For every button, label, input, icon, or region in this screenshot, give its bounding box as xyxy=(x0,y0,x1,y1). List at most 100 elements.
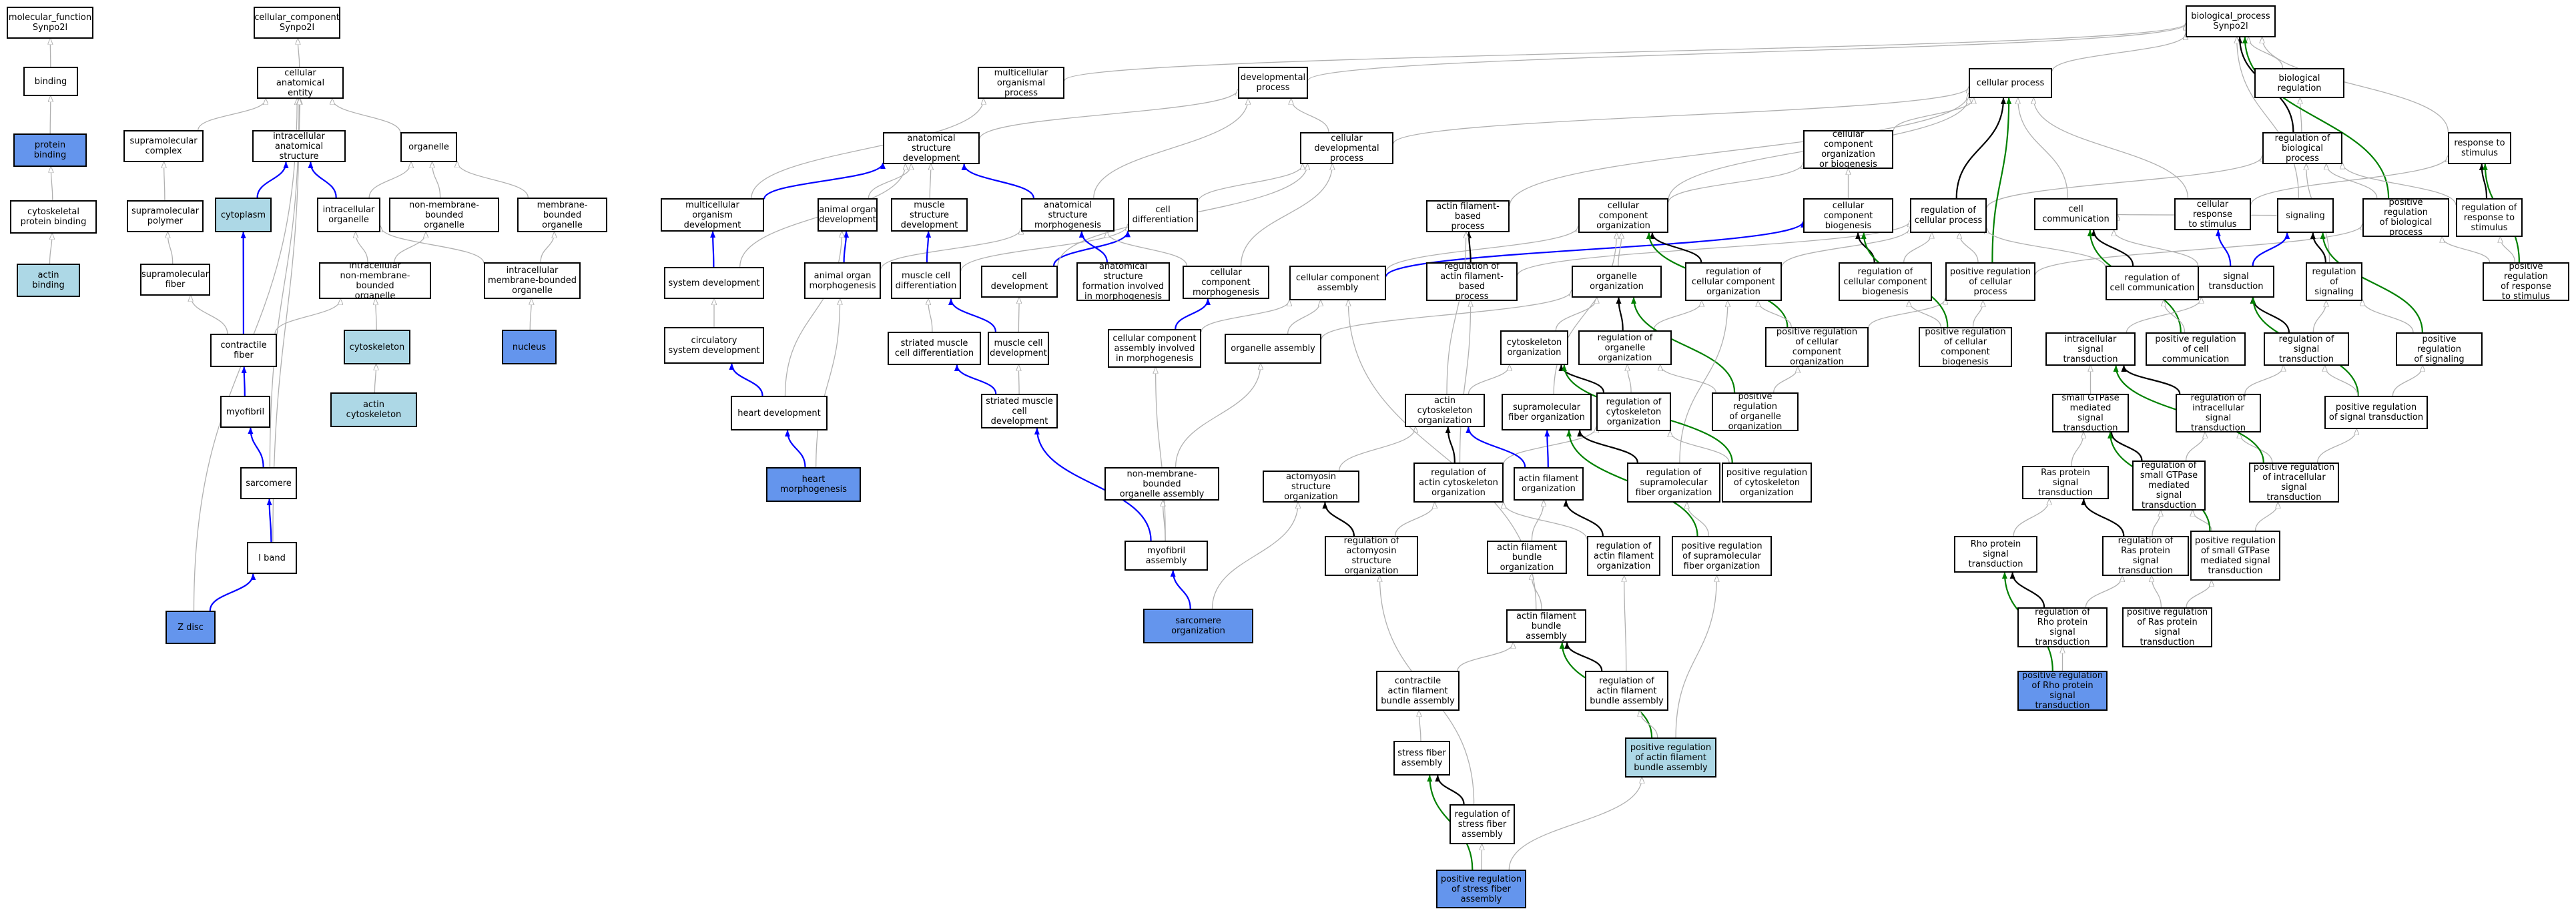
node-pos-reg-cco[interactable]: positive regulation of cellular componen… xyxy=(1765,327,1869,367)
node-intra-organelle[interactable]: intracellular organelle xyxy=(317,198,380,232)
node-pos-reg-intra-st[interactable]: positive regulation of intracellular sig… xyxy=(2249,463,2339,503)
node-reg-sfa[interactable]: regulation of stress fiber assembly xyxy=(1450,804,1515,844)
node-afo[interactable]: actin filament organization xyxy=(1514,467,1584,501)
node-rho-st[interactable]: Rho protein signal transduction xyxy=(1954,536,2037,573)
node-pos-reg-ccb[interactable]: positive regulation of cellular componen… xyxy=(1919,327,2012,367)
node-bp[interactable]: biological_process Synpo2l xyxy=(2186,5,2276,37)
node-iband[interactable]: I band xyxy=(247,542,297,574)
node-cytoplasm[interactable]: cytoplasm xyxy=(215,198,272,232)
node-reg-small-gtpase[interactable]: regulation of small GTPase mediated sign… xyxy=(2132,461,2206,511)
node-reg-signaling[interactable]: regulation of signaling xyxy=(2306,262,2362,301)
node-sarcomere[interactable]: sarcomere xyxy=(240,467,297,499)
node-ccm[interactable]: cellular component morphogenesis xyxy=(1183,266,1269,299)
node-cell-diff[interactable]: cell differentiation xyxy=(1128,198,1198,232)
node-reg-cco[interactable]: regulation of cellular component organiz… xyxy=(1685,262,1782,301)
node-resp-stim[interactable]: response to stimulus xyxy=(2448,132,2511,164)
node-pos-reg-cp[interactable]: positive regulation of cellular process xyxy=(1945,262,2035,301)
node-reg-resp[interactable]: regulation of response to stimulus xyxy=(2456,198,2523,237)
node-ras-st[interactable]: Ras protein signal transduction xyxy=(2022,466,2109,499)
node-sys-dev[interactable]: system development xyxy=(664,267,764,299)
node-cell-process[interactable]: cellular process xyxy=(1969,68,2052,98)
node-mbo[interactable]: membrane-bounded organelle xyxy=(517,198,607,232)
node-cae[interactable]: cellular anatomical entity xyxy=(257,67,344,99)
node-pos-reg-cell-comm[interactable]: positive regulation of cell communicatio… xyxy=(2146,332,2246,366)
node-intra-st[interactable]: intracellular signal transduction xyxy=(2045,332,2136,366)
node-cco[interactable]: cellular component organization xyxy=(1578,198,1668,233)
node-reg-st[interactable]: regulation of signal transduction xyxy=(2264,332,2349,366)
node-cyto-org[interactable]: cytoskeleton organization xyxy=(1500,330,1568,365)
node-reg-rho-st[interactable]: regulation of Rho protein signal transdu… xyxy=(2017,607,2108,647)
node-reg-afba[interactable]: regulation of actin filament bundle asse… xyxy=(1585,671,1668,711)
node-inmbo[interactable]: intracellular non-membrane-bounded organ… xyxy=(319,262,431,299)
node-heart-dev[interactable]: heart development xyxy=(731,396,828,430)
node-organelle[interactable]: organelle xyxy=(400,132,457,162)
node-binding[interactable]: binding xyxy=(23,67,78,96)
node-asd[interactable]: anatomical structure development xyxy=(883,132,980,164)
node-reg-afbp[interactable]: regulation of actin filament-based proce… xyxy=(1426,262,1518,301)
node-pos-reg-sfa[interactable]: positive regulation of stress fiber asse… xyxy=(1436,870,1526,908)
node-reg-cell-comm[interactable]: regulation of cell communication xyxy=(2106,266,2199,300)
node-pos-reg-bp[interactable]: positive regulation of biological proces… xyxy=(2362,198,2449,237)
node-smcdev[interactable]: striated muscle cell development xyxy=(981,394,1058,428)
node-reg-intra-st[interactable]: regulation of intracellular signal trans… xyxy=(2176,394,2261,432)
node-reg-sfo[interactable]: regulation of supramolecular fiber organ… xyxy=(1627,463,1720,503)
node-cafba[interactable]: contractile actin filament bundle assemb… xyxy=(1376,671,1460,711)
node-pos-reg-resp[interactable]: positive regulation of response to stimu… xyxy=(2483,262,2569,301)
node-afbp[interactable]: actin filament-based process xyxy=(1426,200,1510,232)
node-pos-reg-st[interactable]: positive regulation of signal transducti… xyxy=(2324,396,2428,429)
node-pos-reg-afba[interactable]: positive regulation of actin filament bu… xyxy=(1625,737,1716,778)
node-mcd[interactable]: muscle cell differentiation xyxy=(891,262,961,299)
node-ccaim[interactable]: cellular component assembly involved in … xyxy=(1108,329,1201,368)
node-reg-bp[interactable]: regulation of biological process xyxy=(2262,132,2342,164)
node-actin-binding[interactable]: actin binding xyxy=(17,264,80,297)
node-reg-ras-st[interactable]: regulation of Ras protein signal transdu… xyxy=(2102,536,2189,576)
node-myofibril[interactable]: myofibril xyxy=(220,396,270,428)
node-mop[interactable]: multicellular organismal process xyxy=(978,67,1064,99)
node-suprfiber[interactable]: supramolecular fiber xyxy=(140,264,210,296)
node-ccb[interactable]: cellular component biogenesis xyxy=(1803,198,1893,233)
node-sfo[interactable]: supramolecular fiber organization xyxy=(1502,394,1592,430)
node-contractile-fiber[interactable]: contractile fiber xyxy=(210,334,277,367)
node-zdisc[interactable]: Z disc xyxy=(166,611,216,644)
node-pos-reg-small-gtpase[interactable]: positive regulation of small GTPase medi… xyxy=(2190,531,2280,581)
node-reg-afo[interactable]: regulation of actin filament organizatio… xyxy=(1587,536,1660,576)
node-reg-cyto-org[interactable]: regulation of cytoskeleton organization xyxy=(1596,392,1671,431)
node-bio-reg[interactable]: biological regulation xyxy=(2254,68,2344,98)
node-org-assembly[interactable]: organelle assembly xyxy=(1225,334,1321,364)
node-mf[interactable]: molecular_function Synpo2l xyxy=(7,7,93,39)
node-org-org[interactable]: organelle organization xyxy=(1572,266,1662,298)
node-msd[interactable]: muscle structure development xyxy=(891,198,968,232)
node-asm[interactable]: anatomical structure morphogenesis xyxy=(1021,198,1114,232)
node-cc[interactable]: cellular_component Synpo2l xyxy=(254,7,340,39)
node-smcd[interactable]: striated muscle cell differentiation xyxy=(888,332,981,365)
node-myofibril-assembly[interactable]: myofibril assembly xyxy=(1124,541,1208,571)
node-reg-aco[interactable]: regulation of actin cytoskeleton organiz… xyxy=(1413,463,1504,503)
node-dev-process[interactable]: developmental process xyxy=(1238,67,1308,99)
node-cell-comm[interactable]: cell communication xyxy=(2034,198,2118,230)
node-ccob[interactable]: cellular component organization or bioge… xyxy=(1803,130,1893,169)
node-ias[interactable]: intracellular anatomical structure xyxy=(252,130,346,162)
node-suprpolymer[interactable]: supramolecular polymer xyxy=(127,200,204,232)
node-aco[interactable]: actin cytoskeleton organization xyxy=(1405,394,1485,427)
node-reg-org-org[interactable]: regulation of organelle organization xyxy=(1578,330,1672,365)
node-protein-binding[interactable]: protein binding xyxy=(13,133,87,167)
node-signal-trans[interactable]: signal transduction xyxy=(2198,266,2274,298)
node-cca[interactable]: cellular component assembly xyxy=(1289,266,1386,300)
node-heart-morph[interactable]: heart morphogenesis xyxy=(766,467,861,502)
node-pos-reg-signaling[interactable]: positive regulation of signaling xyxy=(2396,332,2483,366)
node-actin-cytoskeleton[interactable]: actin cytoskeleton xyxy=(330,392,417,427)
node-cytoskeleton[interactable]: cytoskeleton xyxy=(344,330,410,364)
node-signaling[interactable]: signaling xyxy=(2277,198,2334,233)
node-pos-reg-ras-st[interactable]: positive regulation of Ras protein signa… xyxy=(2122,607,2212,647)
node-sarcomere-org[interactable]: sarcomere organization xyxy=(1143,609,1253,643)
node-asfim[interactable]: anatomical structure formation involved … xyxy=(1076,262,1170,301)
node-pos-reg-org-org[interactable]: positive regulation of organelle organiz… xyxy=(1712,392,1799,431)
node-cyto-protein-binding[interactable]: cytoskeletal protein binding xyxy=(10,200,97,234)
node-afba[interactable]: actin filament bundle assembly xyxy=(1506,609,1586,643)
node-pos-reg-cyto-org[interactable]: positive regulation of cytoskeleton orga… xyxy=(1722,463,1812,503)
node-cell-resp[interactable]: cellular response to stimulus xyxy=(2174,198,2251,230)
node-aso[interactable]: actomyosin structure organization xyxy=(1263,471,1359,503)
node-imbo[interactable]: intracellular membrane-bounded organelle xyxy=(484,262,581,299)
node-cdp[interactable]: cellular developmental process xyxy=(1300,132,1393,164)
node-reg-ccb[interactable]: regulation of cellular component biogene… xyxy=(1839,262,1932,301)
